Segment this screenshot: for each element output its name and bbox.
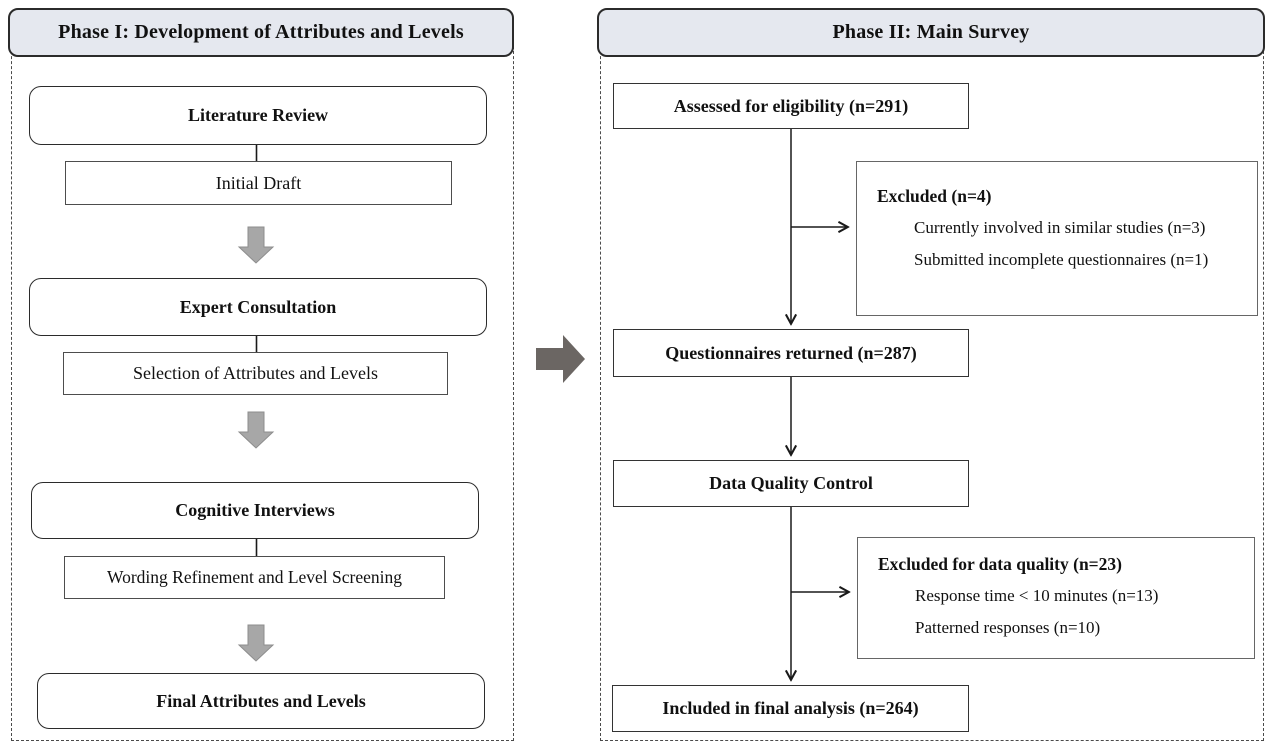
excluded-quality-item: Patterned responses (n=10) — [915, 618, 1101, 637]
box-final-attributes: Final Attributes and Levels — [37, 673, 485, 729]
box-data-quality-control: Data Quality Control — [613, 460, 969, 507]
excluded-item: Currently involved in similar studies (n… — [914, 218, 1206, 237]
excluded-item: Submitted incomplete questionnaires (n=1… — [914, 250, 1209, 269]
phase2-header: Phase II: Main Survey — [597, 8, 1265, 57]
excluded-title: Excluded (n=4) — [877, 186, 992, 206]
phase1-header: Phase I: Development of Attributes and L… — [8, 8, 514, 57]
box-cognitive-interviews: Cognitive Interviews — [31, 482, 479, 539]
box-included-final-analysis: Included in final analysis (n=264) — [612, 685, 969, 732]
box-expert-consultation: Expert Consultation — [29, 278, 487, 336]
box-excluded-data-quality: Excluded for data quality (n=23) Respons… — [857, 537, 1255, 659]
box-excluded: Excluded (n=4) Currently involved in sim… — [856, 161, 1258, 316]
right-arrow-icon — [536, 335, 585, 383]
box-selection-attributes: Selection of Attributes and Levels — [63, 352, 448, 395]
box-assessed-eligibility: Assessed for eligibility (n=291) — [613, 83, 969, 129]
excluded-quality-title: Excluded for data quality (n=23) — [878, 554, 1122, 574]
box-questionnaires-returned: Questionnaires returned (n=287) — [613, 329, 969, 377]
excluded-quality-item: Response time < 10 minutes (n=13) — [915, 586, 1159, 605]
box-initial-draft: Initial Draft — [65, 161, 452, 205]
box-literature-review: Literature Review — [29, 86, 487, 145]
box-wording-refinement: Wording Refinement and Level Screening — [64, 556, 445, 599]
